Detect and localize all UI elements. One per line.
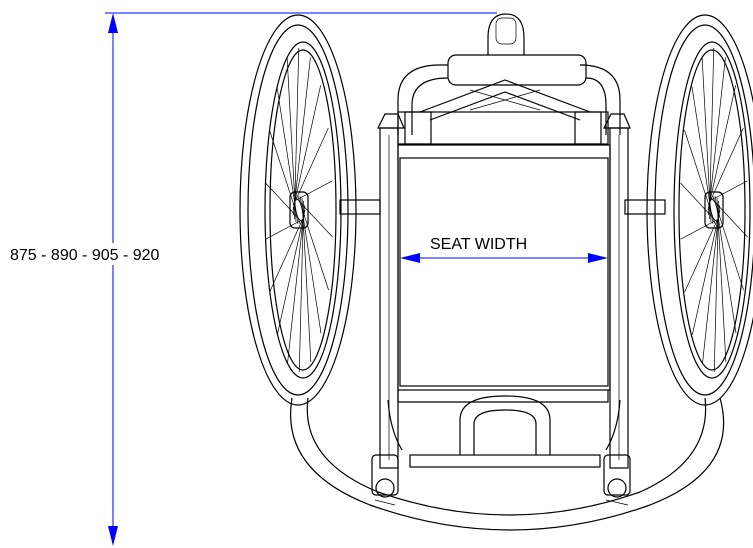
overall-length-label: 875 - 890 - 905 - 920 <box>10 247 160 264</box>
wheel-spoke <box>298 200 304 373</box>
wheel-spoke <box>294 180 333 202</box>
rear-bumper-bar <box>290 397 725 531</box>
seat-width-arrow-right <box>588 253 608 263</box>
wheel-spoke <box>709 180 748 202</box>
footrest-bar <box>409 454 601 468</box>
wheel-spoke <box>691 209 721 335</box>
wheel-spoke <box>292 85 322 211</box>
wheel-spoke <box>301 197 312 362</box>
seat-width-label: SEAT WIDTH <box>430 236 527 253</box>
length-arrow-top <box>108 13 118 33</box>
wheel-spoke <box>708 57 726 215</box>
wheel-spoke <box>716 197 727 362</box>
wheel-spoke <box>707 85 737 211</box>
left-axle <box>339 199 381 215</box>
wheel-spoke <box>680 218 719 240</box>
wheelchair-frame <box>371 13 631 506</box>
push-handle-bar <box>447 54 587 86</box>
wheel-spoke <box>293 57 311 215</box>
right-front-caster <box>603 454 631 496</box>
right-wheel-hub <box>704 191 724 229</box>
left-wheel <box>239 14 381 406</box>
seat-width-dimension: SEAT WIDTH <box>400 236 608 263</box>
seat-width-arrow-left <box>400 253 420 263</box>
wheel-spoke <box>713 200 719 373</box>
wheel-spoke <box>294 47 300 220</box>
right-wheel-spokes <box>680 47 748 373</box>
wheel-spoke <box>286 58 297 223</box>
seat <box>397 144 611 391</box>
wheel-spoke <box>265 218 304 240</box>
backrest <box>397 111 609 145</box>
wheel-spoke <box>276 209 306 335</box>
right-axle <box>624 199 666 215</box>
left-wheel-spokes <box>265 47 333 373</box>
wheel-spoke <box>287 205 305 363</box>
length-arrow-bottom <box>108 526 118 546</box>
wheel-spoke <box>701 58 712 223</box>
left-wheel-hub <box>289 191 309 229</box>
right-wheel <box>624 14 753 406</box>
wheel-spoke <box>709 47 715 220</box>
wheel-spoke <box>702 205 720 363</box>
wheel-spoke <box>299 196 322 334</box>
overall-length-dimension: 875 - 890 - 905 - 920 <box>8 12 497 546</box>
wheel-spoke <box>714 196 737 334</box>
left-front-caster <box>371 454 399 496</box>
